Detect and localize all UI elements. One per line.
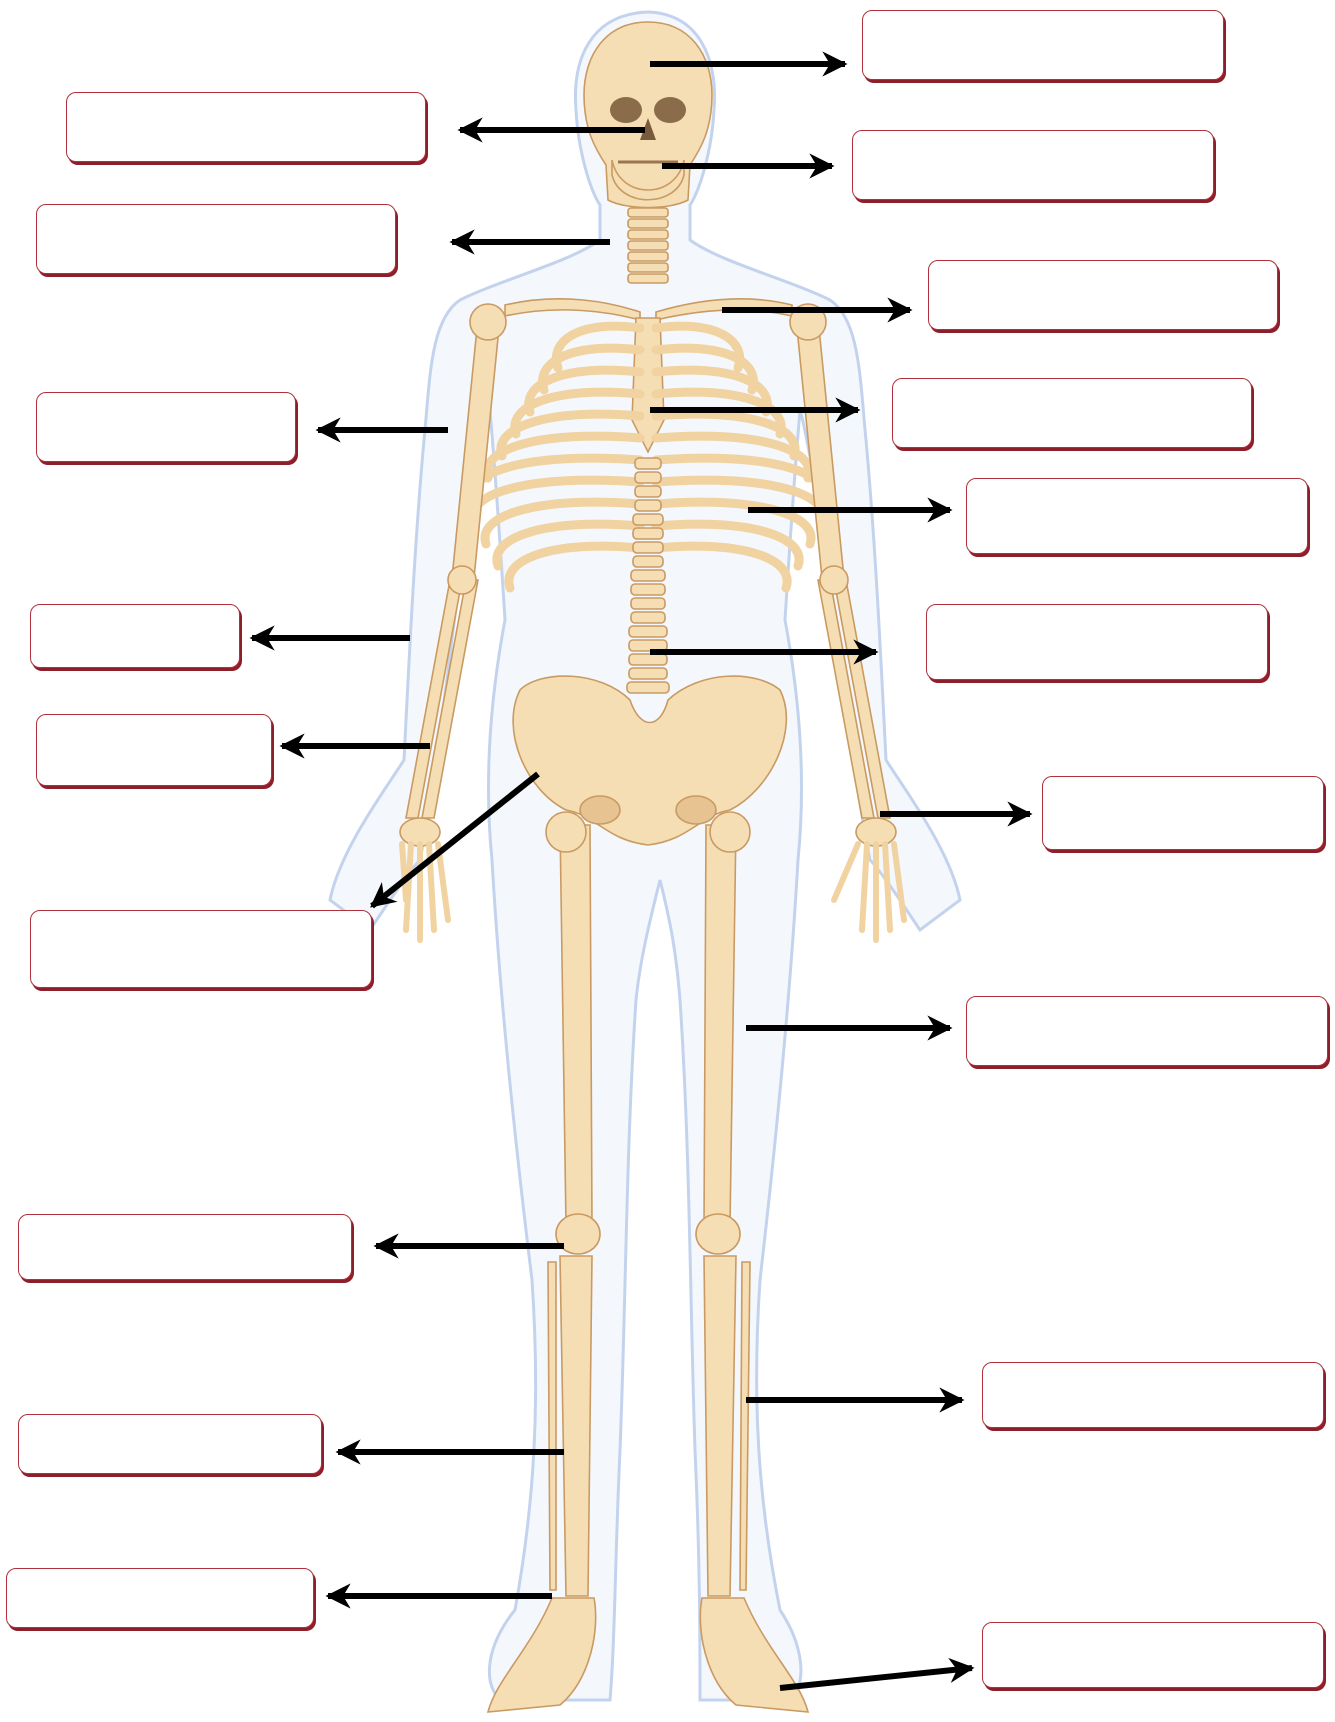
label-input-foot[interactable] xyxy=(995,1641,1312,1669)
vertebra xyxy=(627,682,669,693)
femur-left xyxy=(560,825,592,1225)
vertebra xyxy=(633,528,663,539)
vertebra xyxy=(635,458,661,469)
label-input-femur[interactable] xyxy=(979,1017,1314,1045)
label-box-foot[interactable] xyxy=(982,1622,1324,1688)
eye-socket-right xyxy=(654,97,686,123)
vertebra xyxy=(633,556,663,567)
femur-right xyxy=(704,825,736,1225)
label-input-sternum[interactable] xyxy=(905,399,1238,427)
vertebra xyxy=(631,584,665,595)
fibula-left xyxy=(548,1262,556,1590)
vertebra xyxy=(635,472,661,483)
hip-joint-right xyxy=(710,812,750,852)
label-box-clavicle[interactable] xyxy=(928,260,1278,330)
cervical-vertebra xyxy=(628,252,668,261)
label-box-ribs[interactable] xyxy=(966,478,1308,554)
obturator-right xyxy=(676,796,716,824)
vertebra xyxy=(633,542,663,553)
vertebra xyxy=(635,500,661,511)
label-input-pelvis[interactable] xyxy=(43,935,360,963)
label-input-ulna[interactable] xyxy=(44,736,263,764)
vertebra xyxy=(629,654,667,665)
label-input-spine[interactable] xyxy=(939,628,1256,656)
vertebra xyxy=(631,612,665,623)
label-box-skull[interactable] xyxy=(862,10,1224,80)
elbow-left xyxy=(448,566,476,594)
label-box-mandible[interactable] xyxy=(852,130,1214,200)
label-box-tibia[interactable] xyxy=(982,1362,1324,1428)
arrow-foot xyxy=(780,1668,972,1688)
label-box-fibula[interactable] xyxy=(18,1414,322,1474)
label-input-fibula[interactable] xyxy=(29,1430,311,1458)
finger-right xyxy=(834,844,858,900)
label-input-mandible[interactable] xyxy=(865,151,1200,179)
label-input-patella[interactable] xyxy=(30,1233,339,1261)
obturator-left xyxy=(580,796,620,824)
vertebra xyxy=(631,598,665,609)
label-input-humerus[interactable] xyxy=(45,413,286,441)
label-input-tibia[interactable] xyxy=(995,1381,1312,1409)
label-input-skull[interactable] xyxy=(875,31,1210,59)
tibia-left xyxy=(560,1256,592,1596)
label-input-clavicle[interactable] xyxy=(941,281,1265,309)
vertebra xyxy=(633,514,663,525)
vertebra xyxy=(629,668,667,679)
label-box-spine[interactable] xyxy=(926,604,1268,680)
label-box-patella[interactable] xyxy=(18,1214,352,1280)
label-input-maxilla[interactable] xyxy=(79,113,412,141)
hip-joint-left xyxy=(546,812,586,852)
eye-socket-left xyxy=(610,97,642,123)
label-box-humerus[interactable] xyxy=(36,392,296,462)
finger-right xyxy=(862,844,867,930)
shoulder-left xyxy=(470,304,506,340)
vertebra xyxy=(635,486,661,497)
label-box-sternum[interactable] xyxy=(892,378,1252,448)
label-box-pelvis[interactable] xyxy=(30,910,372,988)
label-box-femur[interactable] xyxy=(966,996,1328,1066)
label-box-hand[interactable] xyxy=(1042,776,1324,850)
label-box-ulna[interactable] xyxy=(36,714,272,786)
label-input-radius[interactable] xyxy=(37,622,232,650)
label-input-hand[interactable] xyxy=(1052,799,1314,827)
label-input-ribs[interactable] xyxy=(979,502,1296,530)
elbow-right xyxy=(820,566,848,594)
cervical-vertebra xyxy=(628,263,668,272)
vertebra xyxy=(631,570,665,581)
label-box-maxilla[interactable] xyxy=(66,92,426,162)
cervical-vertebra xyxy=(628,274,668,283)
cervical-vertebra xyxy=(628,230,668,239)
vertebra xyxy=(629,626,667,637)
patella-right xyxy=(696,1214,740,1254)
label-input-ankle[interactable] xyxy=(17,1584,303,1612)
label-box-ankle[interactable] xyxy=(6,1568,314,1628)
label-input-cervical-vertebrae[interactable] xyxy=(49,225,382,253)
label-box-radius[interactable] xyxy=(30,604,240,668)
cervical-vertebra xyxy=(628,219,668,228)
cervical-vertebra xyxy=(628,208,668,217)
label-box-cervical-vertebrae[interactable] xyxy=(36,204,396,274)
cervical-vertebra xyxy=(628,241,668,250)
tibia-right xyxy=(704,1256,736,1596)
